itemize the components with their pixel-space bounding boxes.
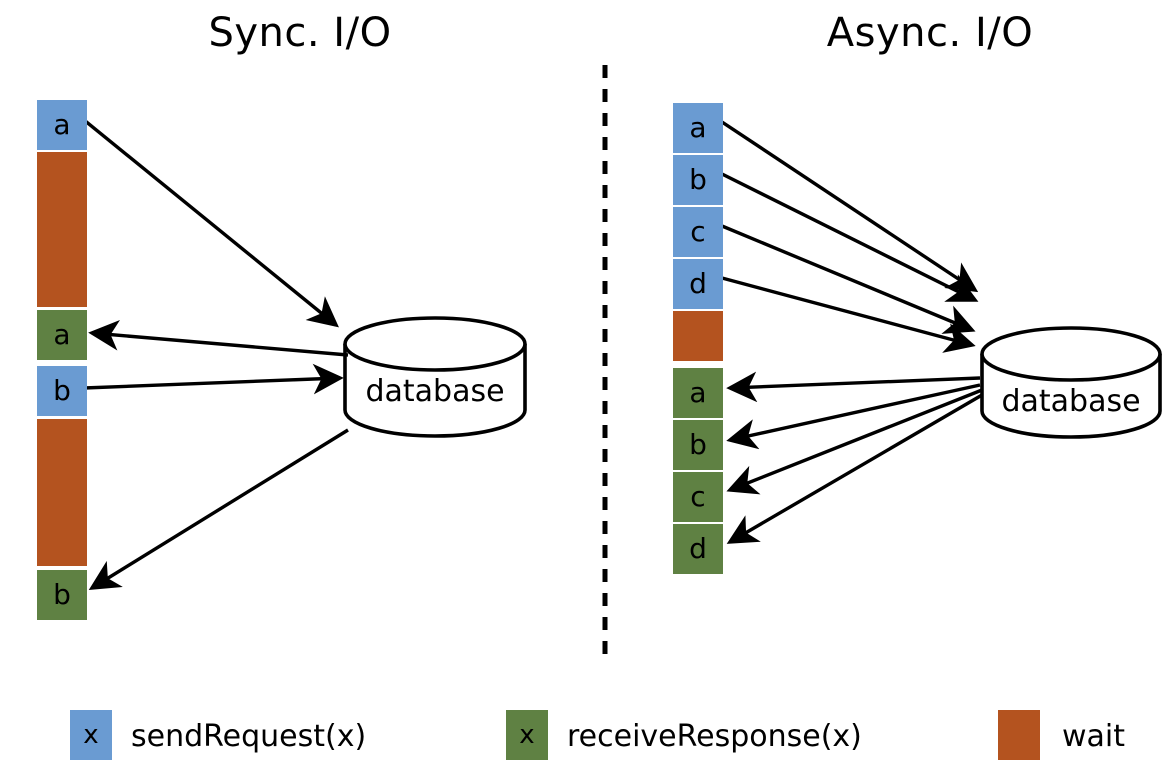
async-arrow-from-db-7 — [726, 393, 983, 544]
sync-timeline-block-send-b: b — [37, 366, 87, 416]
async-database-cylinder — [980, 326, 1162, 439]
async-timeline-block-receive-a: a — [673, 368, 723, 418]
sync-timeline-block-wait-wait — [37, 419, 87, 566]
async-cylinder-top-ellipse — [980, 326, 1162, 382]
sync-database-label: database — [365, 374, 505, 409]
async-timeline-block-wait-wait — [673, 311, 723, 361]
legend-swatch-wait — [998, 710, 1040, 760]
async-arrow-from-db-6 — [726, 388, 983, 495]
async-panel-title: Async. I/O — [826, 10, 1034, 56]
async-timeline-block-send-c: c — [673, 207, 723, 257]
async-timeline-block-send-d: d — [673, 259, 723, 309]
async-arrow-to-db-2 — [721, 224, 976, 334]
legend-label-receive_response: receiveResponse(x) — [567, 719, 862, 754]
sync-arrow-to-db-0 — [82, 118, 339, 328]
sync-panel-title: Sync. I/O — [208, 10, 392, 56]
sync-cylinder-top-ellipse — [343, 316, 527, 372]
async-timeline-block-send-a: a — [673, 103, 723, 153]
sync-timeline-block-wait-wait — [37, 152, 87, 307]
sync-timeline-block-send-a: a — [37, 100, 87, 150]
async-arrow-from-db-4 — [726, 371, 981, 403]
sync-arrow-from-db-3 — [88, 428, 349, 591]
legend-swatch-receive_response: x — [506, 710, 548, 760]
async-arrow-from-db-5 — [726, 383, 981, 450]
sync-arrow-from-db-1 — [88, 320, 349, 357]
async-timeline-block-receive-b: b — [673, 420, 723, 470]
async-timeline-block-receive-c: c — [673, 472, 723, 522]
sync-arrow-to-db-2 — [83, 363, 344, 395]
async-arrow-to-db-3 — [721, 276, 976, 353]
legend-label-wait: wait — [1062, 719, 1126, 754]
legend-swatch-send_request: x — [70, 710, 112, 760]
sync-timeline-block-receive-b: b — [37, 570, 87, 620]
async-timeline-block-send-b: b — [673, 155, 723, 205]
legend-label-send_request: sendRequest(x) — [131, 719, 367, 754]
async-timeline-block-receive-d: d — [673, 524, 723, 574]
async-arrow-to-db-1 — [721, 172, 979, 302]
sync-timeline-block-receive-a: a — [37, 310, 87, 360]
async-arrow-to-db-0 — [721, 120, 979, 293]
async-database-label: database — [1001, 384, 1141, 419]
